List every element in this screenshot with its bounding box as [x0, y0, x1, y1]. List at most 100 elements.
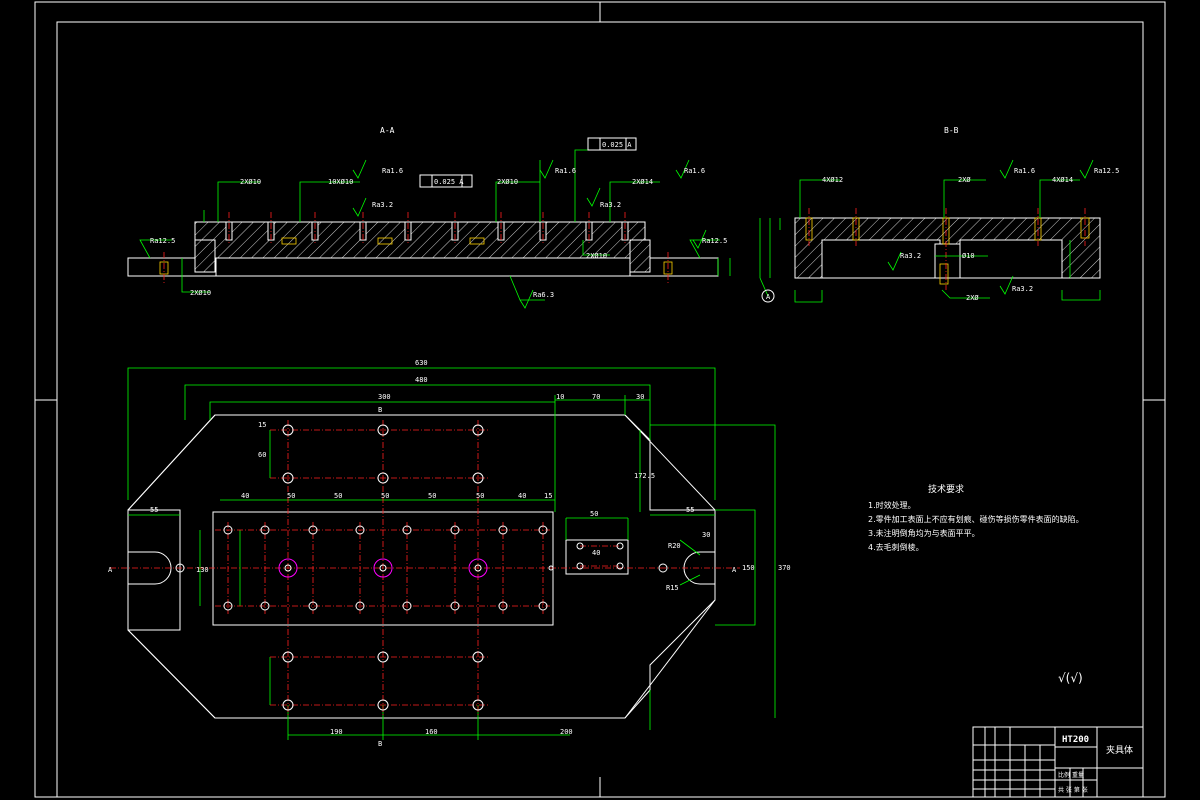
plan-holes — [175, 424, 668, 711]
datum-a-circle — [761, 289, 775, 303]
plan-small-block — [565, 539, 629, 575]
section-mark-b-bottom: B — [378, 740, 382, 748]
dim-label: 10XØ10 — [328, 178, 353, 186]
tech-line-3: 3.未注明倒角均为与表面平平。 — [868, 528, 980, 538]
plan-view: 630 480 300 10 70 30 55 55 30 40 50 50 5… — [108, 359, 791, 748]
dim-label: 30 — [636, 393, 644, 401]
section-aa-right-wall — [629, 239, 651, 273]
dim-label: 70 — [592, 393, 600, 401]
general-roughness-note: √(√) — [1058, 671, 1083, 685]
dim-label: 50 — [476, 492, 484, 500]
dim-label: 55 — [150, 506, 158, 514]
dim-label: 50 — [590, 510, 598, 518]
plan-dim-lines — [127, 367, 776, 740]
section-mark-b-top: B — [378, 406, 382, 414]
dim-label: 200 — [560, 728, 573, 736]
dim-label: 130 — [196, 566, 209, 574]
tech-line-4: 4.去毛刺倒棱。 — [868, 542, 924, 552]
dim-label: 40 — [592, 549, 600, 557]
tolerance-label: 0.025 A — [602, 141, 632, 149]
dim-label: 160 — [425, 728, 438, 736]
material-label: HT200 — [1062, 735, 1089, 745]
dim-label: 172.5 — [634, 472, 655, 480]
technical-requirements: 技术要求 1.时效处理。 2.零件加工表面上不应有划痕、碰伤等损伤零件表面的缺陷… — [868, 483, 1084, 552]
section-title-aa: A-A — [380, 126, 395, 135]
section-aa-centerlines — [163, 212, 669, 285]
dim-label: 4XØ14 — [1052, 176, 1073, 184]
datum-a-label: A — [766, 293, 771, 301]
scale-label: 比例 — [1058, 771, 1070, 779]
dim-label: 60 — [258, 451, 266, 459]
dim-label: 300 — [378, 393, 391, 401]
section-b-b: B-B — [759, 126, 1119, 303]
sheet-label: 共 张 第 张 — [1058, 786, 1088, 794]
dim-label: 10 — [556, 393, 564, 401]
dim-label: 2XØ10 — [240, 178, 261, 186]
section-aa-left-wall — [194, 239, 216, 273]
roughness-label: Ra6.3 — [533, 291, 554, 299]
title-block: HT200 夹具体 比例 重量 共 张 第 张 — [972, 726, 1144, 798]
section-aa-body — [194, 221, 646, 273]
section-bb-roughness-symbols — [887, 159, 1094, 295]
section-bb-centerlines — [808, 208, 1086, 290]
roughness-label: Ra12.5 — [150, 237, 175, 245]
section-title-bb: B-B — [944, 126, 959, 135]
roughness-label: Ra3.2 — [372, 201, 393, 209]
dim-label: 4XØ12 — [822, 176, 843, 184]
right-u-slot — [683, 551, 715, 585]
roughness-label: Ra3.2 — [900, 252, 921, 260]
roughness-label: Ra3.2 — [1012, 285, 1033, 293]
dim-label: 30 — [702, 531, 710, 539]
tolerance-frame-1 — [419, 174, 473, 188]
dim-label: 40 — [518, 492, 526, 500]
section-a-a: A-A — [127, 126, 731, 309]
dim-label: 50 — [381, 492, 389, 500]
dim-label: 50 — [287, 492, 295, 500]
section-mark-a-right: A — [732, 566, 737, 574]
roughness-label: Ra12.5 — [702, 237, 727, 245]
section-aa-roughness-symbols — [352, 159, 707, 309]
tech-line-1: 1.时效处理。 — [868, 500, 916, 510]
dim-label: 40 — [241, 492, 249, 500]
dim-label: 150 — [742, 564, 755, 572]
dim-label: 50 — [428, 492, 436, 500]
dim-label: 2XØ10 — [497, 178, 518, 186]
dim-label: 2XØ — [966, 294, 979, 302]
roughness-label: Ra1.6 — [382, 167, 403, 175]
tolerance-frame-2 — [587, 137, 637, 151]
roughness-label: Ra3.2 — [600, 201, 621, 209]
dim-label: Ø10 — [962, 252, 975, 260]
dim-label: R15 — [666, 584, 679, 592]
roughness-label: Ra12.5 — [1094, 167, 1119, 175]
tech-title: 技术要求 — [928, 483, 964, 495]
dim-label: R20 — [668, 542, 681, 550]
dim-label: 15 — [258, 421, 266, 429]
plan-centerlines — [110, 420, 740, 715]
dim-label: 15 — [544, 492, 552, 500]
section-mark-a-left: A — [108, 566, 113, 574]
roughness-label: Ra1.6 — [555, 167, 576, 175]
dim-label: 370 — [778, 564, 791, 572]
tolerance-label: 0.025 A — [434, 178, 464, 186]
section-bb-leaders — [759, 179, 1101, 303]
dim-label: 2XØ14 — [632, 178, 653, 186]
roughness-label: Ra1.6 — [684, 167, 705, 175]
section-bb-boss — [934, 243, 961, 279]
roughness-label: Ra1.6 — [1014, 167, 1035, 175]
dim-label: 190 — [330, 728, 343, 736]
plan-locator-pins — [278, 558, 488, 578]
dim-label: 50 — [334, 492, 342, 500]
plan-left-ear — [127, 509, 181, 631]
plan-outline — [127, 414, 716, 719]
dim-label: 55 — [686, 506, 694, 514]
dim-label: 630 — [415, 359, 428, 367]
dim-label: 2XØ10 — [586, 252, 607, 260]
part-name: 夹具体 — [1106, 744, 1133, 756]
dim-label: 2XØ — [958, 176, 971, 184]
tech-line-2: 2.零件加工表面上不应有划痕、碰伤等损伤零件表面的缺陷。 — [868, 514, 1084, 524]
section-bb-body — [794, 217, 1101, 279]
weight-label: 重量 — [1072, 771, 1084, 779]
dim-label: 2XØ10 — [190, 289, 211, 297]
dim-label: 480 — [415, 376, 428, 384]
